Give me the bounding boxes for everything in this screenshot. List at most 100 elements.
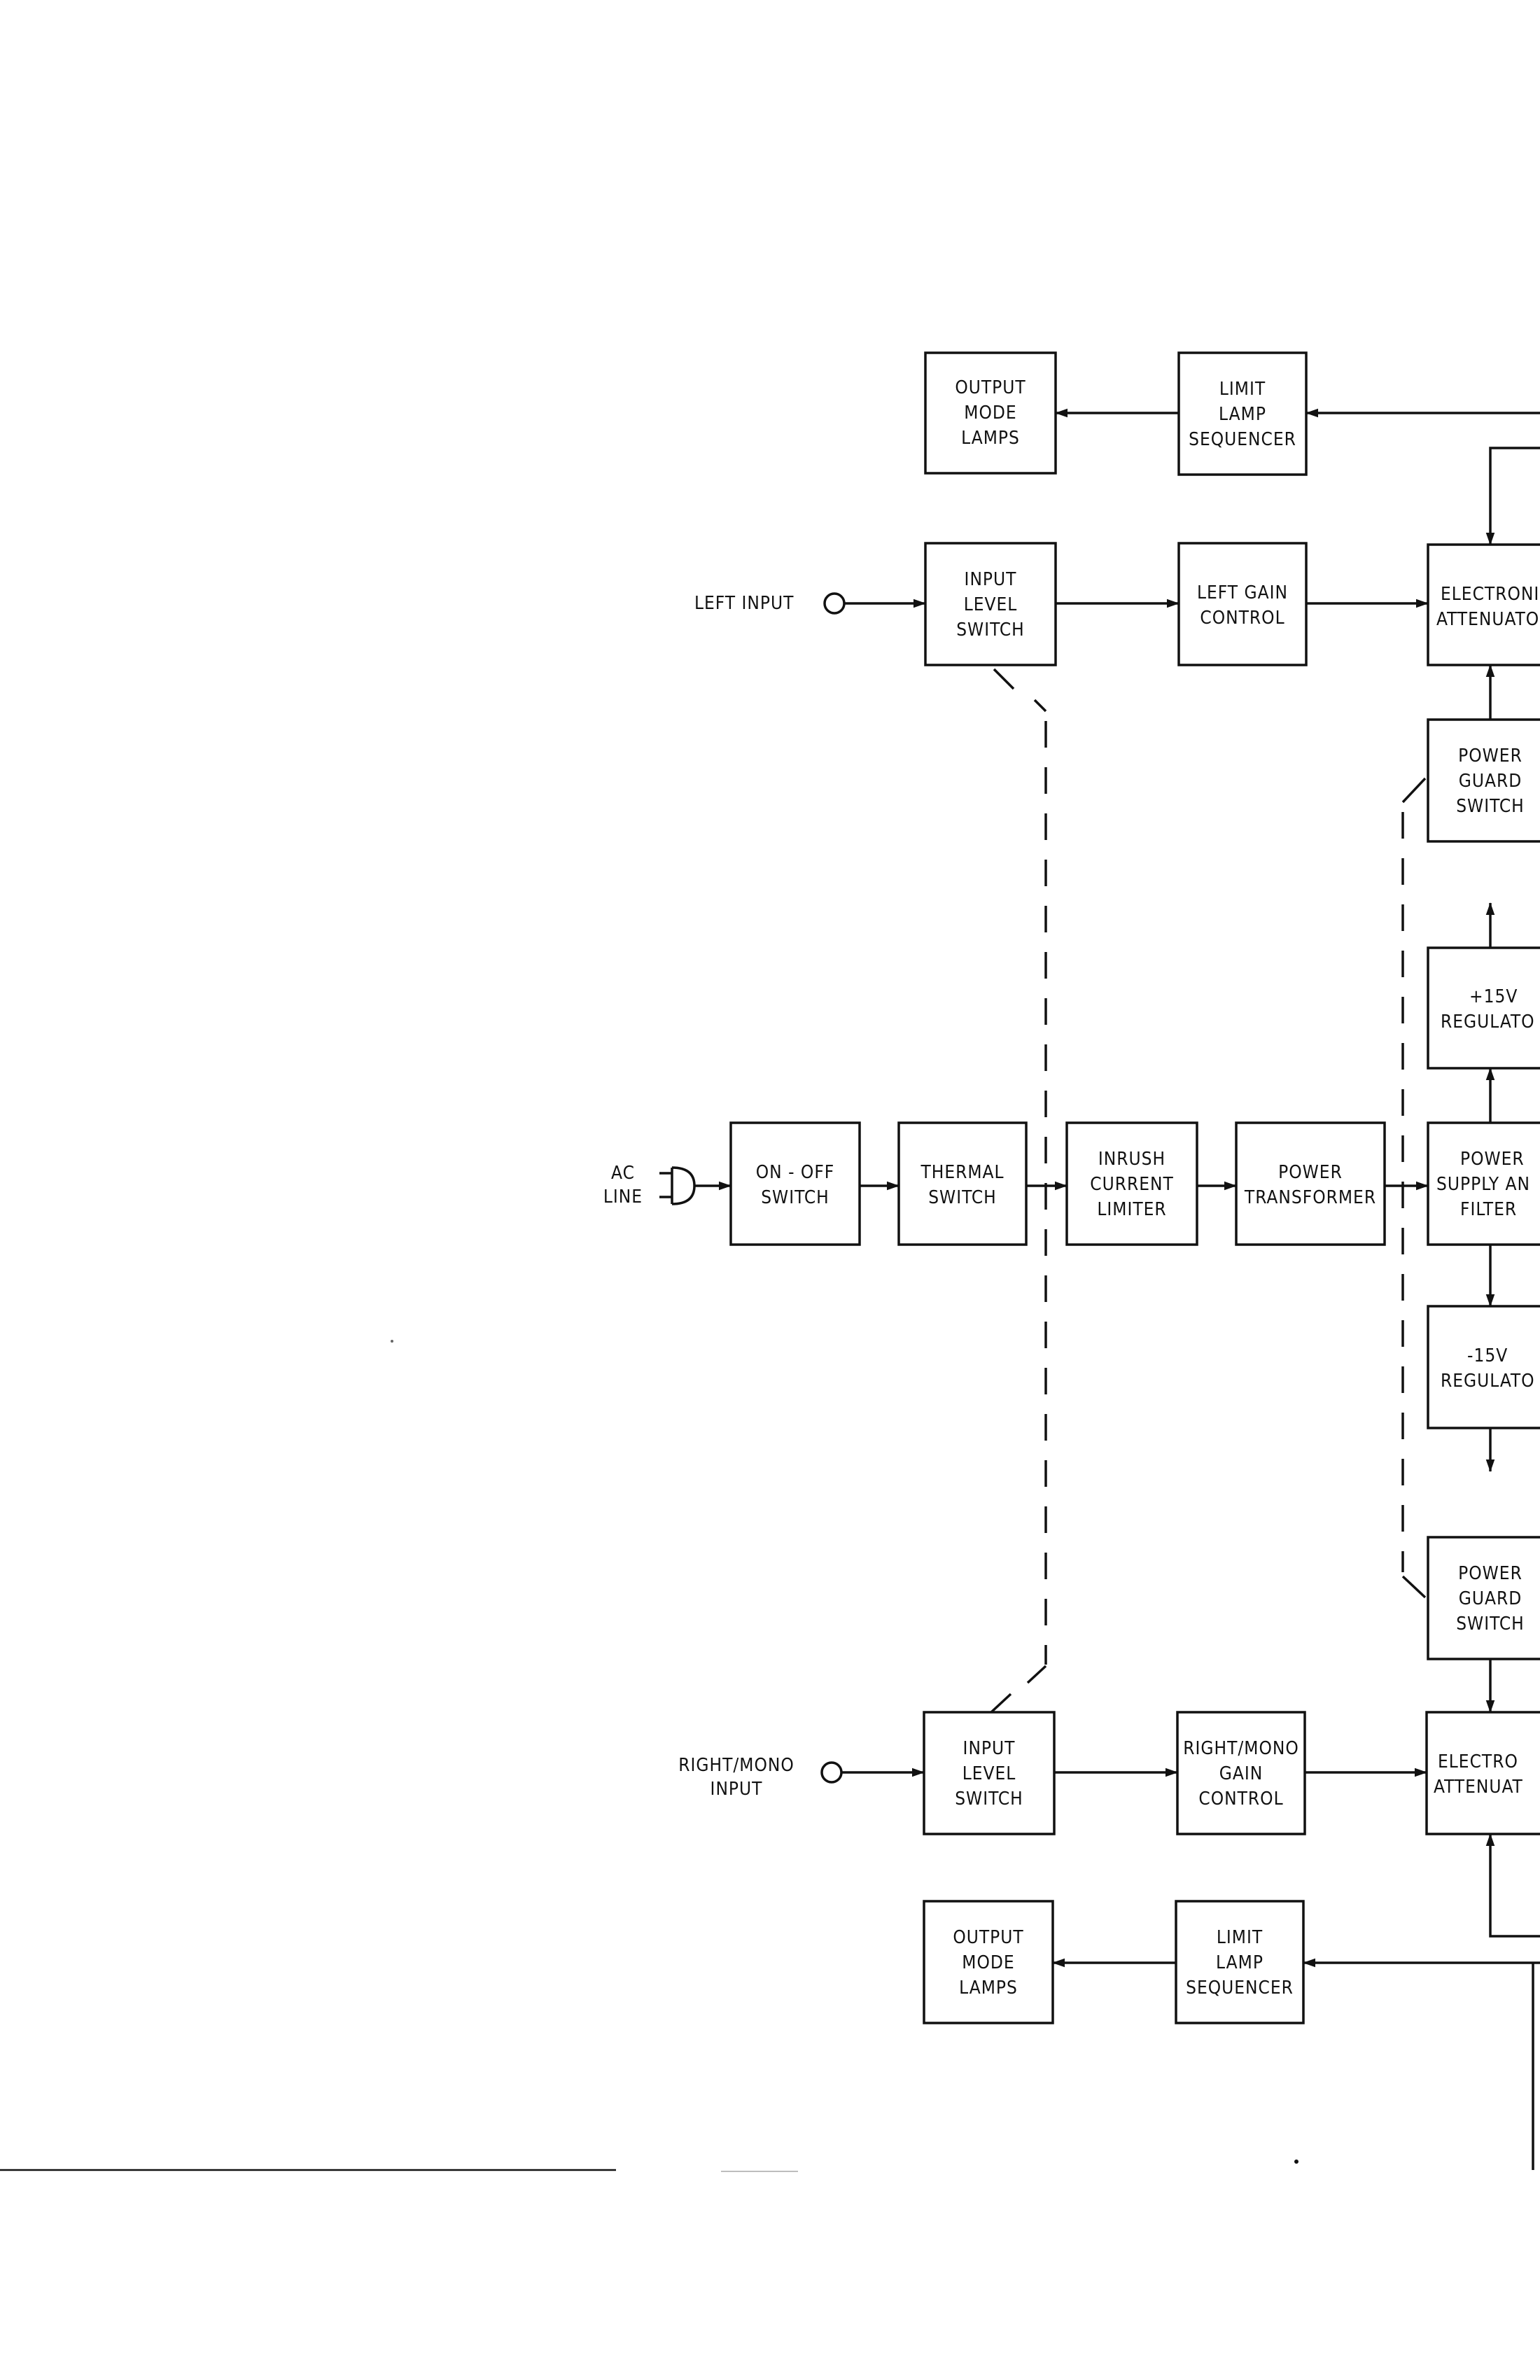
input-jack-icon	[820, 1761, 843, 1784]
block-label-line: LIMIT	[1217, 1927, 1263, 1948]
block-label-line: LAMP	[1219, 404, 1266, 425]
block-label-line: MODE	[962, 1952, 1014, 1973]
block-label-line: -15V	[1467, 1345, 1508, 1366]
electronic-attenuator-left: ELECTRONI ATTENUATO	[1427, 543, 1540, 666]
block-label-line: SWITCH	[1456, 1614, 1525, 1634]
ac-plug-icon	[659, 1166, 696, 1205]
block-label-line: ON - OFF	[756, 1162, 835, 1183]
input-jack-icon	[823, 592, 846, 615]
electronic-attenuator-right: ELECTRO ATTENUAT	[1425, 1711, 1540, 1835]
thermal-switch: THERMAL SWITCH	[897, 1121, 1028, 1246]
block-label-line: LAMPS	[959, 1977, 1018, 1998]
block-label-line: INPUT	[963, 1738, 1016, 1759]
plus-15v-regulator: +15V REGULATO	[1427, 946, 1540, 1070]
power-transformer: POWER TRANSFORMER	[1235, 1121, 1386, 1246]
mechanical-linkages	[990, 668, 1427, 1714]
on-off-switch: ON - OFF SWITCH	[729, 1121, 861, 1246]
connections	[694, 408, 1540, 2170]
block-label-line: GAIN	[1219, 1763, 1264, 1784]
limit-lamp-sequencer-top: LIMIT LAMP SEQUENCER	[1177, 351, 1308, 476]
block-label-line: ELECTRONI	[1441, 584, 1539, 605]
block-label-line: FILTER	[1460, 1199, 1517, 1220]
right-mono-input: RIGHT/MONO INPUT	[678, 1755, 843, 1800]
block-label-line: SWITCH	[955, 1788, 1023, 1809]
block-label-line: OUTPUT	[953, 1927, 1023, 1948]
block-label-line: CURRENT	[1090, 1174, 1174, 1195]
left-input-label: LEFT INPUT	[694, 593, 794, 614]
block-label-line: INPUT	[965, 569, 1017, 590]
block-label-line: SEQUENCER	[1186, 1977, 1294, 1998]
right-input-label-line: INPUT	[710, 1779, 763, 1800]
block-label-line: THERMAL	[920, 1162, 1004, 1183]
block-label-line: +15V	[1469, 986, 1518, 1007]
block-label-line: ELECTRO	[1438, 1751, 1518, 1772]
input-level-switch-left: INPUT LEVEL SWITCH	[924, 542, 1057, 666]
block-label-line: POWER	[1278, 1162, 1343, 1183]
block-label-line: POWER	[1460, 1149, 1525, 1170]
block-label-line: LEVEL	[964, 594, 1018, 615]
block-label-line: RIGHT/MONO	[1183, 1738, 1299, 1759]
input-level-switch-right: INPUT LEVEL SWITCH	[923, 1711, 1056, 1835]
block-label-line: SWITCH	[1456, 796, 1525, 817]
block-label-line: ATTENUATO	[1436, 609, 1539, 630]
block-label-line: CONTROL	[1198, 1788, 1283, 1809]
right-input-label-line: RIGHT/MONO	[678, 1755, 794, 1776]
limit-lamp-sequencer-bottom: LIMIT LAMP SEQUENCER	[1175, 1900, 1305, 2024]
block-label-line: INRUSH	[1098, 1149, 1166, 1170]
block-label-line: REGULATO	[1441, 1371, 1535, 1392]
block-label-line: POWER	[1458, 1563, 1522, 1584]
block-label-line: TRANSFORMER	[1244, 1187, 1376, 1208]
block-label-line: REGULATO	[1441, 1011, 1535, 1032]
right-mono-gain-control: RIGHT/MONO GAIN CONTROL	[1176, 1711, 1306, 1835]
block-label-line: LAMPS	[961, 428, 1020, 449]
block-label-line: LIMITER	[1097, 1199, 1166, 1220]
block-label-line: SEQUENCER	[1189, 429, 1296, 450]
block-label-line: ATTENUAT	[1434, 1777, 1523, 1798]
block-label-line: LEFT GAIN	[1197, 582, 1288, 603]
minus-15v-regulator: -15V REGULATO	[1427, 1305, 1540, 1429]
block-label-line: SWITCH	[761, 1187, 830, 1208]
block-label-line: CONTROL	[1200, 608, 1284, 629]
ac-line-label-line: AC	[611, 1163, 635, 1184]
block-label-line: LEVEL	[962, 1763, 1016, 1784]
inrush-current-limiter: INRUSH CURRENT LIMITER	[1065, 1121, 1198, 1246]
output-mode-lamps-top: OUTPUT MODE LAMPS	[924, 351, 1057, 475]
block-label-line: LAMP	[1216, 1952, 1264, 1973]
left-input: LEFT INPUT	[694, 592, 846, 615]
block-label-line: POWER	[1458, 746, 1522, 766]
block-label-line: LIMIT	[1219, 379, 1266, 400]
block-label-line: SUPPLY AN	[1436, 1174, 1530, 1195]
power-supply-and-filter: POWER SUPPLY AN FILTER	[1427, 1121, 1540, 1246]
output-mode-lamps-bottom: OUTPUT MODE LAMPS	[923, 1900, 1054, 2024]
ac-line-label-line: LINE	[603, 1186, 643, 1208]
left-gain-control: LEFT GAIN CONTROL	[1177, 542, 1308, 666]
block-label-line: SWITCH	[956, 620, 1025, 640]
block-label-line: MODE	[964, 402, 1016, 424]
page-edge-lines	[0, 1340, 1298, 2172]
block-label-line: OUTPUT	[955, 377, 1026, 398]
block-label-line: GUARD	[1459, 1588, 1522, 1609]
block-label-line: SWITCH	[928, 1187, 997, 1208]
